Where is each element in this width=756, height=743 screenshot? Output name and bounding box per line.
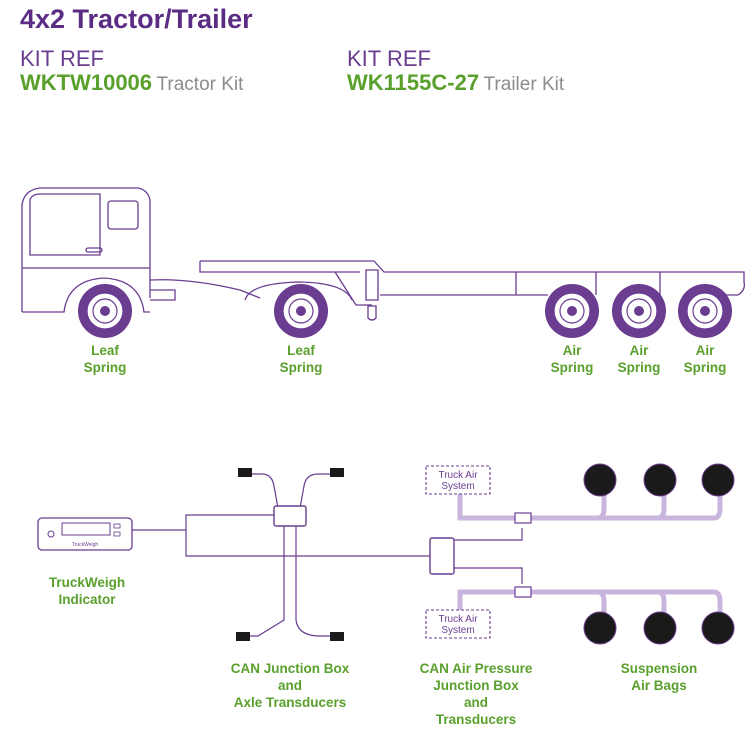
truck-air-label: System (441, 481, 474, 492)
wheel-suspension-label: Air (696, 343, 716, 358)
chassis (149, 279, 261, 299)
can-air-label: Junction Box (433, 678, 519, 693)
rear-arch (244, 281, 353, 301)
tractor-kit-desc: Tractor Kit (156, 74, 244, 95)
air-bag (701, 463, 735, 497)
wheel-suspension-label: Spring (280, 360, 323, 375)
truck-air-upper: Truck Air System (425, 465, 491, 495)
axle-transducer (236, 632, 250, 641)
can-air-label: Transducers (436, 712, 516, 727)
air-bag (701, 611, 735, 645)
truck-air-label: System (441, 625, 474, 636)
tractor-kit: KIT REF WKTW10006 Tractor Kit (20, 48, 243, 96)
truckweigh-indicator-device: TruckWeigh (37, 517, 133, 551)
wheel-suspension-label: Spring (84, 360, 127, 375)
axle-transducer (238, 468, 252, 477)
air-pipes (457, 489, 723, 617)
front-arch (22, 277, 150, 313)
landing-foot (367, 305, 377, 321)
landing-gear (365, 269, 379, 301)
wheel (274, 284, 328, 338)
trailer-kit-code: WK1155C-27 (347, 70, 480, 95)
can-air-junction-box (429, 537, 455, 575)
air-bags (583, 463, 735, 645)
gooseneck (199, 261, 360, 273)
can-junction-label: and (278, 678, 302, 693)
sensor-cable (295, 526, 340, 637)
wheel-suspension-label: Leaf (287, 343, 315, 358)
can-junction-label: CAN Junction Box (231, 661, 350, 676)
cab-outline (21, 187, 151, 312)
truck-air-label: Truck Air (438, 614, 478, 625)
air-bag (643, 463, 677, 497)
truck-illustration (21, 187, 746, 321)
wheel-suspension-label: Air (630, 343, 650, 358)
can-air-label: and (464, 695, 488, 710)
can-junction-box (273, 505, 307, 527)
sensor-cable (240, 473, 279, 509)
lower-pipe-branches (595, 589, 723, 617)
wiring (131, 473, 523, 637)
upper-pipe (457, 489, 607, 521)
can-junction-label: Axle Transducers (234, 695, 347, 710)
upper-pipe-branches (595, 491, 723, 521)
air-bag (643, 611, 677, 645)
trailer-kit-desc: Trailer Kit (483, 74, 565, 95)
axle-transducer (330, 632, 344, 641)
air-cable (454, 567, 523, 584)
indicator-brand: TruckWeigh (72, 542, 99, 548)
page-title: 4x2 Tractor/Trailer (20, 4, 253, 34)
neck-support (334, 271, 372, 306)
lower-tee-fitting (514, 586, 532, 598)
door-handle (85, 247, 103, 253)
fuel-tank (150, 289, 176, 301)
cab-window (29, 193, 101, 256)
sensor-cable (240, 526, 285, 637)
suspension-label: Suspension (621, 661, 698, 676)
wheel-suspension-label: Spring (618, 360, 661, 375)
main-cable (185, 530, 432, 557)
air-bag (583, 463, 617, 497)
wheel (78, 284, 132, 338)
suspension-label: Air Bags (631, 678, 687, 693)
air-bag (583, 611, 617, 645)
tractor-kit-code: WKTW10006 (20, 70, 153, 95)
indicator-label: TruckWeigh (49, 575, 125, 590)
truck-air-lower: Truck Air System (425, 609, 491, 639)
axle-transducer (330, 468, 344, 477)
can-air-label: CAN Air Pressure (420, 661, 533, 676)
wheel-suspension-label: Air (563, 343, 583, 358)
cab-side-window (107, 200, 139, 230)
wheel (678, 284, 732, 338)
wheel (545, 284, 599, 338)
sensor-cable (299, 473, 340, 509)
indicator-label: Indicator (58, 592, 116, 607)
truck-air-label: Truck Air (438, 470, 478, 481)
wheel-suspension-label: Spring (551, 360, 594, 375)
wheel (612, 284, 666, 338)
upper-tee-fitting (514, 512, 532, 524)
tractor-kit-ref-label: KIT REF (20, 46, 104, 71)
trailer-kit-ref-label: KIT REF (347, 46, 431, 71)
trailer-deck (200, 260, 746, 296)
wheel-suspension-label: Spring (684, 360, 727, 375)
indicator-cable (131, 514, 276, 531)
trailer-kit: KIT REF WK1155C-27 Trailer Kit (347, 48, 564, 96)
wheel-suspension-label: Leaf (91, 343, 119, 358)
air-cable (454, 528, 523, 541)
